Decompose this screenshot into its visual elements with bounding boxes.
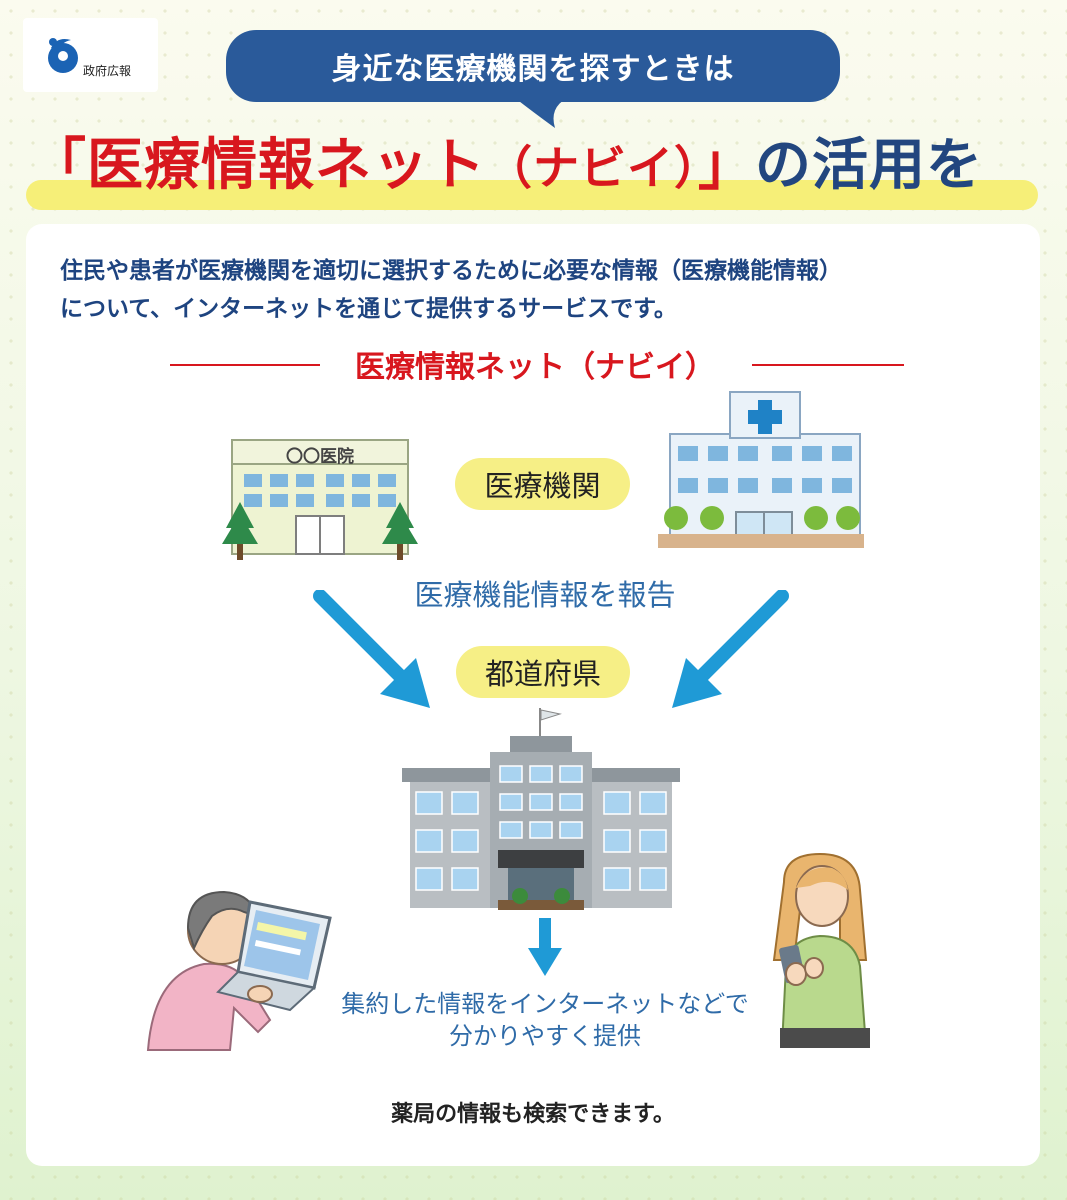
- report-caption: 医療機能情報を報告: [414, 578, 676, 612]
- intro-text: 住民や患者が医療機関を適切に選択するために必要な情報（医療機能情報） について、…: [60, 252, 1020, 328]
- headline-title: 「医療情報ネット（ナビイ）」の活用を: [30, 120, 1040, 210]
- woman-with-smartphone-illustration: [772, 852, 870, 1048]
- diagram-subtitle: 医療情報ネット（ナビイ）: [355, 350, 715, 385]
- subtitle-rule-left: [170, 364, 320, 366]
- government-pr-logo: 政府広報: [23, 18, 158, 92]
- headline-highlight: [26, 180, 1038, 210]
- headline-service-name: 医療情報ネット: [87, 133, 486, 198]
- arrow-down-icon: [528, 918, 562, 976]
- prefecture-label: 都道府県: [456, 646, 630, 698]
- speech-bubble-tail: [515, 98, 567, 128]
- provide-caption: 集約した情報をインターネットなどで 分かりやすく提供: [300, 988, 790, 1052]
- arrow-down-right-icon: [313, 590, 430, 708]
- logo-mark-icon: [48, 38, 78, 73]
- clinic-illustration: [222, 439, 418, 560]
- intro-speech-bubble: 身近な医療機関を探すときは: [226, 30, 840, 102]
- man-with-laptop-illustration: [146, 890, 332, 1051]
- arrow-down-left-icon: [672, 590, 789, 708]
- provide-caption-line-2: 分かりやすく提供: [449, 1022, 641, 1050]
- headline-nickname: （ナビイ）: [486, 141, 698, 195]
- provide-caption-line-1: 集約した情報をインターネットなどで: [341, 990, 749, 1018]
- logo-text: 政府広報: [83, 64, 132, 78]
- headline-bracket-close: 」: [698, 133, 755, 198]
- subtitle-rule-right: [752, 364, 904, 366]
- intro-line-2: について、インターネットを通じて提供するサービスです。: [60, 296, 677, 322]
- pharmacy-search-note: 薬局の情報も検索できます。: [391, 1102, 675, 1127]
- headline-suffix: の活用を: [755, 133, 983, 198]
- headline-bracket-open: 「: [30, 133, 87, 198]
- hospital-illustration: [658, 391, 864, 548]
- clinic-sign: 〇〇医院: [286, 447, 354, 467]
- intro-line-1: 住民や患者が医療機関を適切に選択するために必要な情報（医療機能情報）: [60, 258, 842, 284]
- prefecture-office-illustration: [402, 708, 680, 910]
- medical-institution-label: 医療機関: [455, 458, 630, 510]
